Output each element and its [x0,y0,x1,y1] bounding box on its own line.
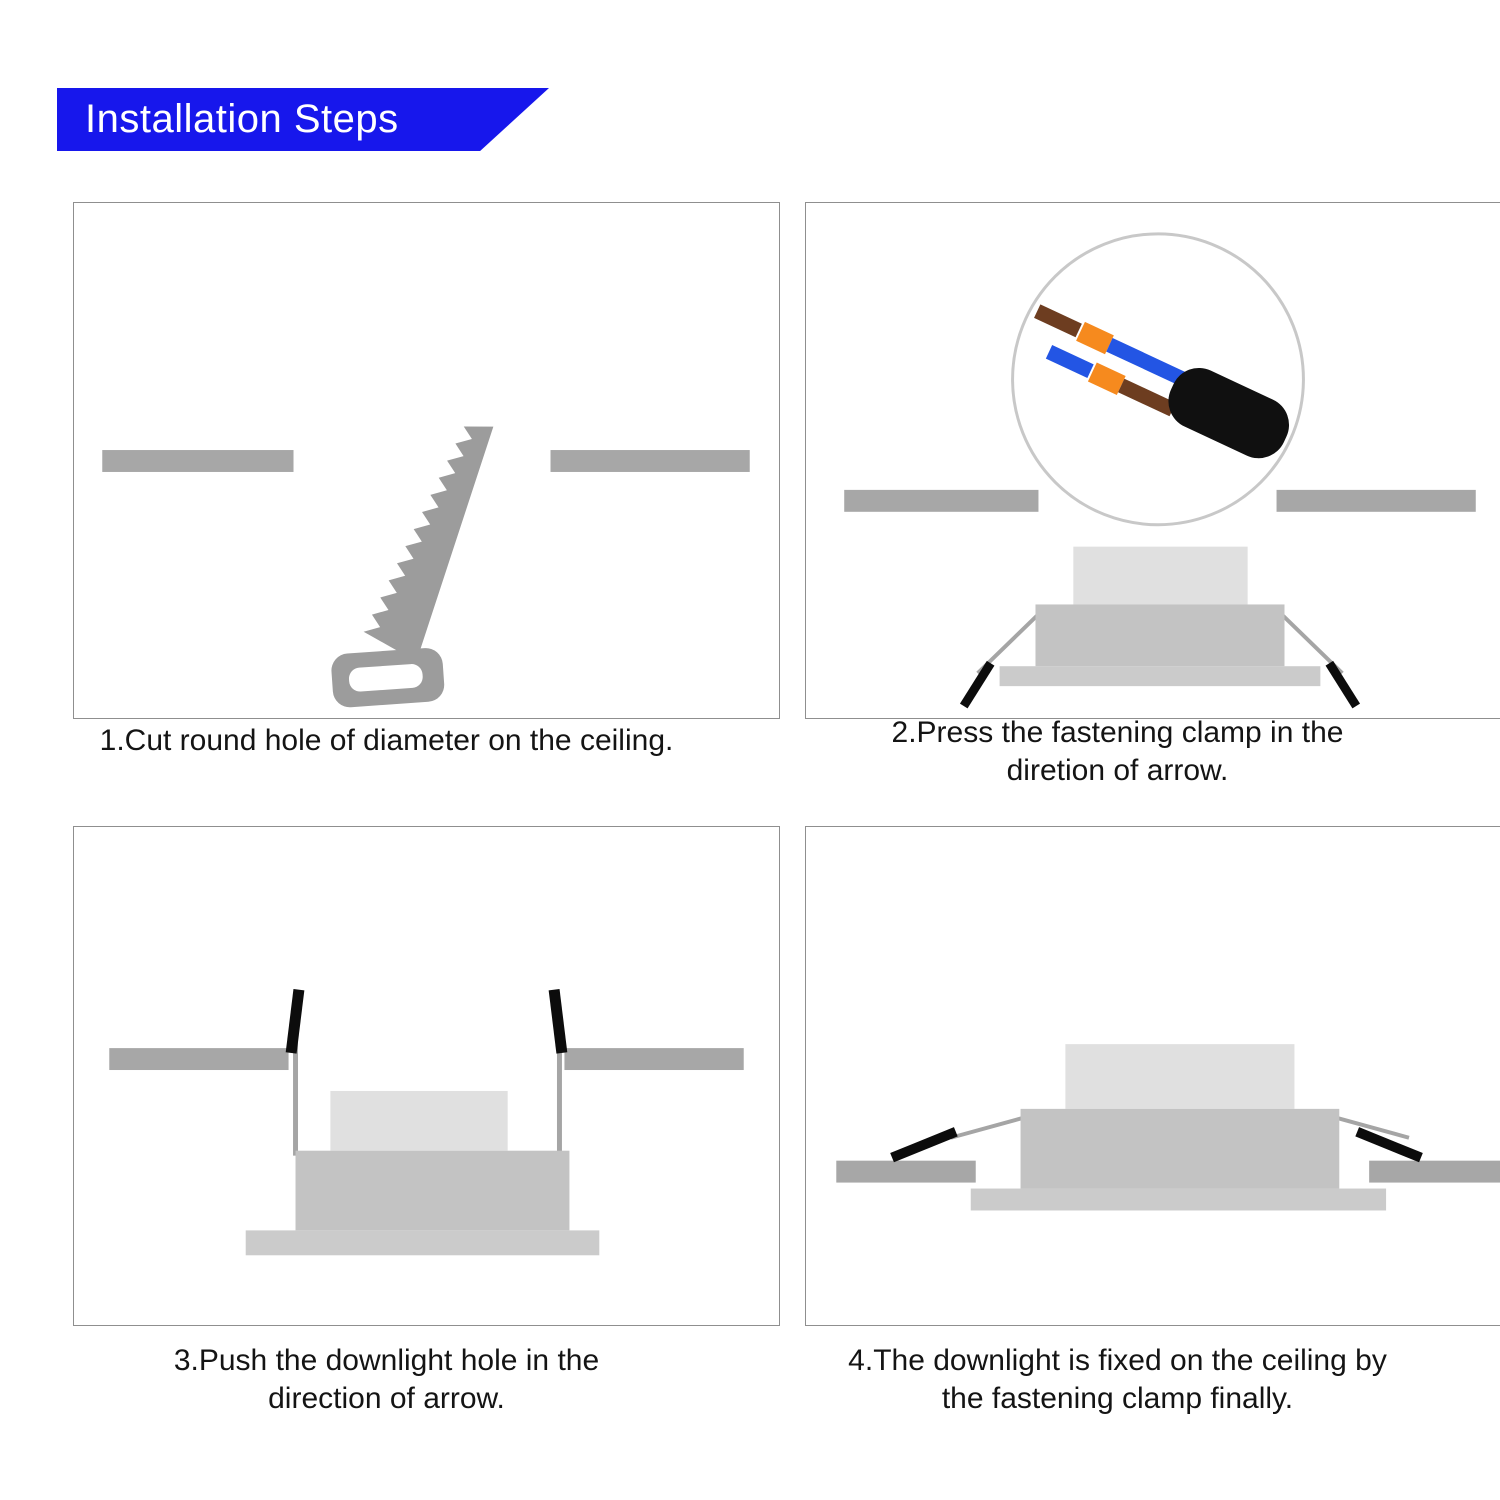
downlight-flange [970,1188,1387,1211]
ceiling-bar-left [102,450,294,472]
step-4-illustration [836,1044,1500,1211]
step-3-caption: 3.Push the downlight hole in the directi… [33,1342,740,1418]
ceiling-bar-right [550,450,750,472]
ceiling-bar-left [109,1048,289,1071]
step-1-caption-line-1: 1.Cut round hole of diameter on the ceil… [99,724,674,757]
step-4-caption: 4.The downlight is fixed on the ceiling … [765,1342,1470,1418]
step-4-panel [805,826,1500,1326]
clamp-arm-left [950,1113,1032,1140]
clamp-tip-left [890,1127,958,1163]
ceiling-bar-right [1369,1160,1500,1183]
downlight-driver-box [330,1090,508,1151]
step-3-caption-line-2: direction of arrow. [268,1382,505,1415]
connector-upper [1076,321,1114,355]
step-2-illustration [844,232,1476,709]
clamp-tip-right [1325,660,1361,709]
downlight-body [295,1150,570,1231]
clamp-tip-right [548,988,568,1054]
saw-blade [363,426,494,662]
page-title: Installation Steps [85,97,399,141]
step-2-caption-line-1: 2.Press the fastening clamp in the [891,716,1344,749]
cable-connection-icon [1034,304,1290,459]
step-3-illustration [109,988,744,1256]
brown-wire-stub [1034,304,1082,338]
connector-lower [1087,362,1126,395]
saw-icon [331,426,494,708]
wire-detail-circle [1011,232,1305,527]
downlight-body [1035,604,1285,667]
blue-wire-stub [1045,345,1094,378]
clamp-tip-left [959,660,995,709]
downlight-driver-box [1065,1044,1295,1109]
saw-handle-hole [348,664,423,692]
downlight-driver-box [1073,546,1248,605]
brown-wire [1118,378,1176,417]
clamp-tip-left [285,988,305,1054]
step-1-caption: 1.Cut round hole of diameter on the ceil… [33,722,740,760]
step-3-panel [73,826,780,1326]
ceiling-bar-right [1276,489,1476,512]
step-2-panel [805,202,1500,719]
step-2-caption-line-2: diretion of arrow. [1006,754,1229,787]
step-1-panel [73,202,780,719]
clamp-arm-right [1328,1113,1410,1140]
cable-sheath [1168,367,1290,459]
header-banner: Installation Steps [57,88,549,151]
downlight-body [1020,1108,1340,1189]
step-1-illustration [102,426,750,708]
ceiling-bar-left [836,1160,976,1183]
step-4-caption-line-1: 4.The downlight is fixed on the ceiling … [848,1344,1387,1377]
downlight-flange [999,666,1321,687]
downlight-flange [245,1230,600,1256]
step-3-caption-line-1: 3.Push the downlight hole in the [173,1344,600,1377]
ceiling-bar-right [564,1048,744,1071]
step-2-caption: 2.Press the fastening clamp in the diret… [765,714,1470,790]
ceiling-bar-left [844,489,1039,512]
step-4-caption-line-2: the fastening clamp finally. [941,1382,1294,1415]
clamp-tip-right [1355,1127,1423,1163]
blue-wire [1106,338,1190,388]
